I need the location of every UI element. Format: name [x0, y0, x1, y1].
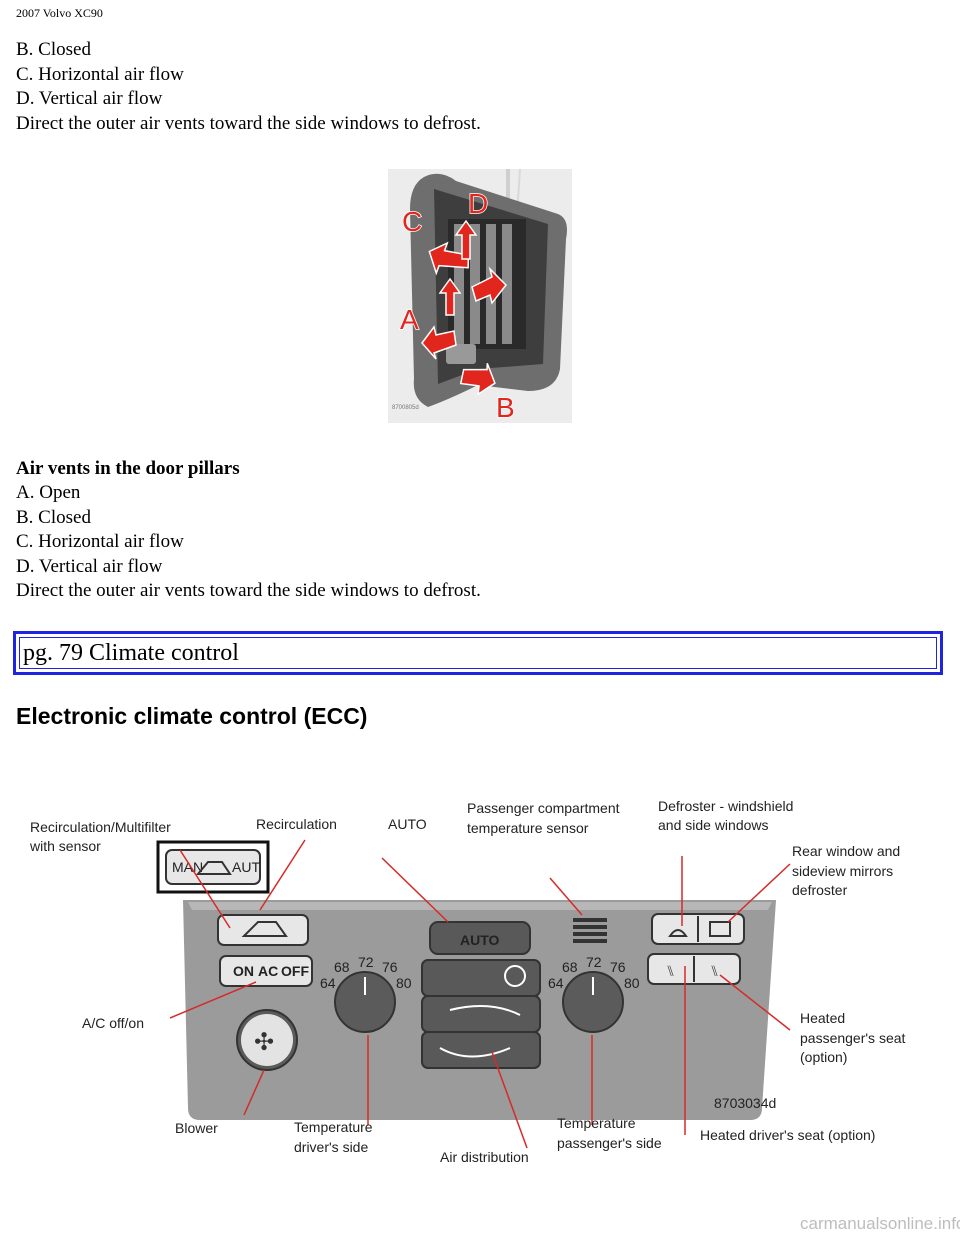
label-rear-1: Rear window and	[792, 843, 900, 859]
rear-defrost-icon	[709, 921, 731, 937]
auto-button[interactable]	[429, 921, 531, 955]
section-line-b: B. Closed	[16, 507, 91, 528]
text-line-b: B. Closed	[16, 39, 91, 60]
section-line-c: C. Horizontal air flow	[16, 531, 184, 552]
text-line-tip: Direct the outer air vents toward the si…	[16, 113, 481, 134]
ecc-panel-illustration: ON AC OFF ✣ 64 68 72 76 80 AUTO 64 68 72…	[29, 798, 906, 1165]
label-defroster-1: Defroster - windshield	[658, 798, 793, 814]
fan-icon: ✣	[254, 1028, 274, 1056]
passenger-scale-68: 68	[562, 959, 578, 975]
label-sensor-2: temperature sensor	[467, 820, 589, 836]
label-temp-pass-1: Temperature	[557, 1115, 636, 1131]
label-blower: Blower	[175, 1120, 218, 1136]
passenger-temperature-knob[interactable]	[562, 971, 624, 1033]
vent-label-d: D	[468, 188, 488, 219]
label-recirc-multi-1: Recirculation/Multifilter	[30, 819, 171, 835]
text-line-c: C. Horizontal air flow	[16, 64, 184, 85]
ecc-figure-code: 8703034d	[714, 1095, 776, 1111]
air-distribution-mid-button[interactable]	[421, 995, 541, 1033]
ac-mid-text: AC	[258, 963, 278, 979]
label-defroster-2: and side windows	[658, 817, 769, 833]
page-header-inner-border	[19, 637, 937, 669]
door-pillar-vent-illustration: C D A B 8700805d	[388, 169, 572, 423]
recirculation-icon	[241, 921, 288, 937]
driver-scale-72: 72	[358, 954, 374, 970]
label-air-distribution: Air distribution	[440, 1149, 529, 1165]
passenger-scale-76: 76	[610, 959, 626, 975]
label-recirculation: Recirculation	[256, 816, 337, 832]
label-heated-pass-1: Heated	[800, 1010, 845, 1026]
label-temp-pass-2: passenger's side	[557, 1135, 662, 1151]
section-heading: Air vents in the door pillars	[16, 458, 240, 479]
label-heated-pass-2: passenger's seat	[800, 1030, 906, 1046]
label-auto: AUTO	[388, 816, 427, 832]
auto-button-text: AUTO	[460, 932, 500, 948]
page-header-box: pg. 79 Climate control	[13, 631, 943, 675]
passenger-scale-72: 72	[586, 954, 602, 970]
label-ac: A/C off/on	[82, 1015, 144, 1031]
windshield-defrost-icon	[668, 929, 688, 937]
vent-figure-code: 8700805d	[392, 405, 419, 411]
passenger-scale-80: 80	[624, 975, 640, 991]
label-heated-driver: Heated driver's seat (option)	[700, 1127, 875, 1143]
page-header-text: pg. 79 Climate control	[23, 640, 239, 666]
driver-scale-68: 68	[334, 959, 350, 975]
passenger-seat-icon: ⑊	[710, 962, 719, 980]
driver-scale-80: 80	[396, 975, 412, 991]
air-distribution-bottom-button[interactable]	[421, 1031, 541, 1069]
passenger-scale-64: 64	[548, 975, 564, 991]
ac-on-text: ON	[233, 963, 254, 979]
driver-temperature-knob[interactable]	[334, 971, 396, 1033]
ac-off-text: OFF	[281, 963, 309, 979]
label-rear-2: sideview mirrors	[792, 863, 893, 879]
driver-scale-64: 64	[320, 975, 336, 991]
label-temp-driver-2: driver's side	[294, 1139, 368, 1155]
label-sensor-1: Passenger compartment	[467, 800, 620, 816]
inset-aut-text: AUT	[232, 859, 260, 875]
driver-seat-icon: ⑊	[666, 962, 675, 980]
text-line-d: D. Vertical air flow	[16, 88, 163, 109]
label-recirc-multi-2: with sensor	[29, 838, 101, 854]
document-header: 2007 Volvo XC90	[16, 6, 103, 20]
label-rear-3: defroster	[792, 882, 848, 898]
recirculation-button[interactable]	[217, 914, 309, 946]
vent-label-a: A	[400, 304, 419, 335]
driver-scale-76: 76	[382, 959, 398, 975]
air-distribution-top-button[interactable]	[421, 959, 541, 997]
section-line-d: D. Vertical air flow	[16, 556, 163, 577]
section-line-a: A. Open	[16, 482, 81, 503]
vent-label-c: C	[402, 206, 422, 237]
label-temp-driver-1: Temperature	[294, 1119, 373, 1135]
blower-knob-face	[241, 1014, 293, 1066]
section-line-tip: Direct the outer air vents toward the si…	[16, 580, 481, 601]
ecc-heading: Electronic climate control (ECC)	[16, 703, 368, 729]
inset-man-text: MAN	[172, 859, 203, 875]
vent-label-b: B	[496, 392, 515, 423]
watermark: carmanualsonline.info	[800, 1214, 960, 1233]
label-heated-pass-3: (option)	[800, 1049, 847, 1065]
ac-button[interactable]	[219, 955, 313, 987]
